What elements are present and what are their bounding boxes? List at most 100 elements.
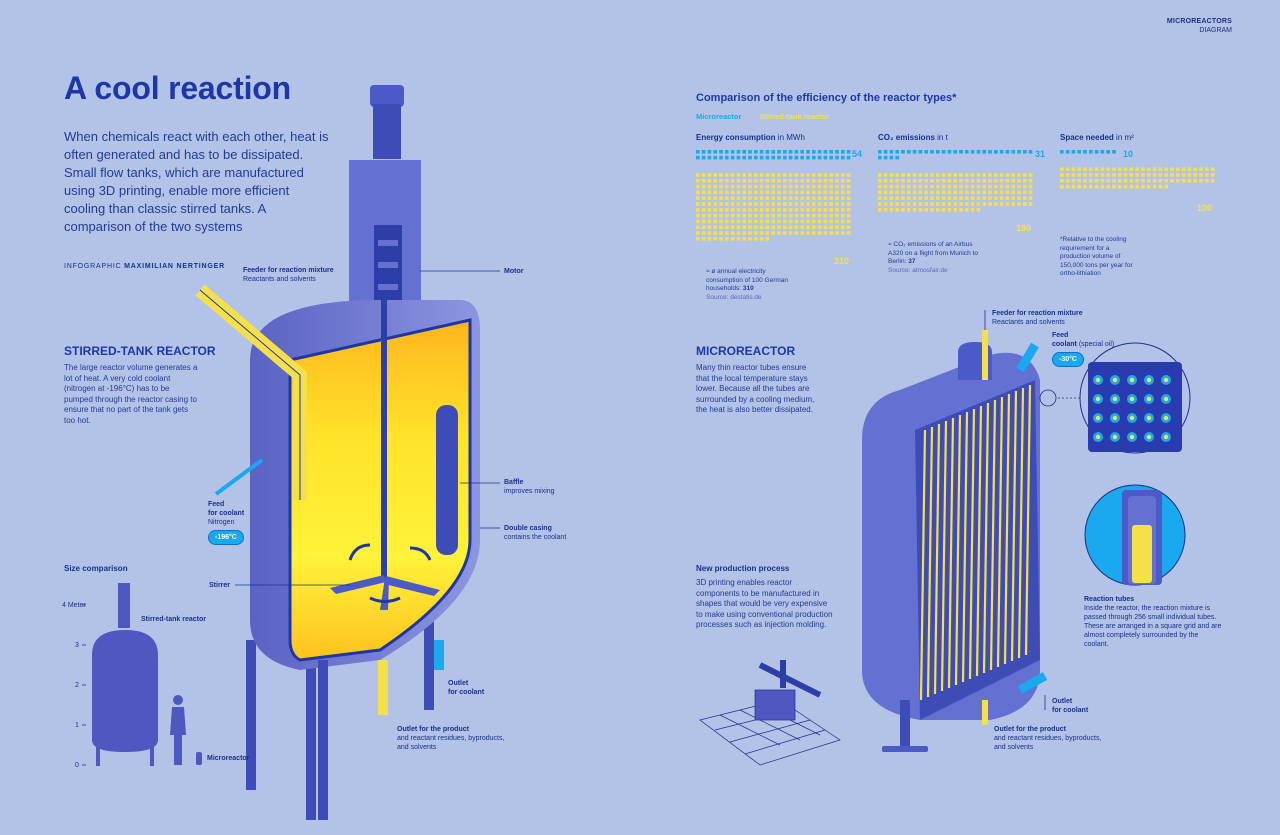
micro-bar-1-dot bbox=[1011, 150, 1015, 154]
stirred-bar-0-dot bbox=[696, 225, 700, 229]
stirred-bar-0-dot bbox=[800, 173, 804, 177]
micro-bar-0-dot bbox=[829, 155, 833, 160]
stirred-bar-0-dot bbox=[765, 179, 770, 183]
stirred-bar-1-dot bbox=[941, 208, 946, 212]
stirred-bar-0-dot bbox=[812, 208, 816, 212]
stirred-bar-1-dot bbox=[936, 208, 940, 212]
stirred-bar-1-dot bbox=[1017, 179, 1021, 183]
stirred-bar-2-dot bbox=[1123, 184, 1128, 189]
stirred-bar-0-dot bbox=[788, 213, 793, 218]
micro-bar-0-dot bbox=[788, 150, 793, 154]
micro-bar-0-dot bbox=[730, 155, 735, 160]
stirred-bar-1-dot bbox=[883, 196, 888, 200]
stirred-feed-sub: Nitrogen bbox=[208, 519, 235, 526]
stirred-bar-0-dot bbox=[835, 225, 839, 229]
stirred-bar-0-dot bbox=[835, 202, 839, 206]
stirred-bar-0-dot bbox=[783, 179, 787, 183]
size-tick-1: 1 bbox=[75, 722, 79, 729]
stirred-bar-2-dot bbox=[1065, 167, 1070, 171]
stirred-bar-0-dot bbox=[736, 202, 741, 206]
stirred-bar-2-dot bbox=[1094, 173, 1099, 177]
stirred-bar-1-dot bbox=[965, 173, 969, 177]
stirred-bar-0-dot bbox=[696, 202, 700, 206]
stirred-bar-1-dot bbox=[965, 196, 969, 200]
stirred-bar-1-dot bbox=[982, 190, 986, 195]
stirred-bar-0-dot bbox=[823, 219, 828, 224]
stirred-bar-1-dot bbox=[1028, 173, 1033, 177]
stirred-bar-0-dot bbox=[748, 190, 752, 195]
stirred-bar-0-dot bbox=[701, 179, 706, 183]
stirred-bar-0-dot bbox=[701, 231, 706, 235]
stirred-bar-2-dot bbox=[1089, 167, 1093, 171]
stirred-bar-0-dot bbox=[777, 225, 781, 229]
baffle-sub: improves mixing bbox=[504, 488, 555, 495]
baffle-title: Baffle bbox=[504, 479, 524, 486]
stirred-bar-2-dot bbox=[1210, 179, 1215, 183]
3d-printing-illustration bbox=[699, 660, 841, 766]
stirred-bar-0-dot bbox=[759, 184, 764, 189]
stirred-bar-0-dot bbox=[800, 225, 804, 229]
stirred-bar-0-dot bbox=[713, 179, 717, 183]
stirred-outlet-prod-sub: and reactant residues, byproducts, and s… bbox=[397, 735, 505, 751]
stirred-bar-0-dot bbox=[754, 196, 758, 200]
stirred-bar-0-dot bbox=[800, 190, 804, 195]
stirred-bar-1-dot bbox=[907, 179, 911, 183]
tube-core bbox=[1129, 434, 1135, 440]
stirred-bar-1-dot bbox=[1017, 196, 1021, 200]
credit-name: MAXIMILIAN NERTINGER bbox=[124, 263, 225, 270]
stirred-bar-2-dot bbox=[1077, 184, 1081, 189]
stirred-bar-0-dot bbox=[829, 225, 833, 229]
stirred-bar-0-dot bbox=[812, 179, 816, 183]
legend-micro: Microreactor bbox=[696, 112, 742, 121]
stirred-bar-1-dot bbox=[965, 208, 969, 212]
stirred-coolant-feed-label: Feed for coolant Nitrogen -196°C bbox=[208, 500, 244, 545]
stirred-bar-2-dot bbox=[1187, 173, 1192, 177]
micro-bar-0-dot bbox=[812, 150, 816, 154]
stirred-bar-2-dot bbox=[1170, 179, 1174, 183]
micro-bar-0-dot bbox=[823, 150, 828, 154]
tube-core bbox=[1163, 415, 1169, 421]
stirred-bar-2-dot bbox=[1112, 167, 1116, 171]
micro-bar-0-dot bbox=[835, 150, 839, 154]
tube-core bbox=[1129, 377, 1135, 383]
stirred-bar-0-dot bbox=[696, 237, 700, 241]
stirred-bar-2-dot bbox=[1106, 184, 1110, 189]
size-tick-0: 0 bbox=[75, 762, 79, 769]
reactor-tube bbox=[982, 402, 990, 674]
stirred-bar-0-dot bbox=[794, 173, 799, 177]
stirred-bar-0-dot bbox=[725, 231, 729, 235]
micro-bar-0-dot bbox=[701, 150, 706, 154]
micro-bar-0 bbox=[696, 150, 851, 160]
stirred-bar-1-dot bbox=[959, 184, 963, 189]
stirred-bar-0-dot bbox=[771, 202, 775, 206]
micro-feeder-label: Feeder for reaction mixture Reactants an… bbox=[992, 309, 1083, 327]
stirred-bar-0-dot bbox=[742, 179, 746, 183]
stirred-bar-1-dot bbox=[912, 190, 917, 195]
single-tube-magnifier bbox=[1084, 484, 1186, 586]
stirred-bar-2-dot bbox=[1141, 167, 1145, 171]
stirred-bar-1-dot bbox=[959, 196, 963, 200]
chart-legend: Microreactor Stirred-tank reactor bbox=[696, 112, 829, 121]
stirred-bar-0-dot bbox=[742, 184, 746, 189]
stirred-bar-0-dot bbox=[788, 173, 793, 177]
stirred-bar-0-dot bbox=[841, 196, 845, 200]
stirred-bar-1-dot bbox=[959, 208, 963, 212]
stirred-bar-0-dot bbox=[771, 231, 775, 235]
micro-bar-0-dot bbox=[771, 150, 775, 154]
stirred-bar-0-dot bbox=[846, 202, 851, 206]
stirred-bar-2-dot bbox=[1123, 179, 1128, 183]
stirred-bar-1-dot bbox=[965, 202, 969, 206]
stirred-bar-2-dot bbox=[1176, 173, 1180, 177]
stirred-bar-0-dot bbox=[713, 237, 717, 241]
micro-bar-0-dot bbox=[800, 150, 804, 154]
stirred-bar-0-dot bbox=[754, 179, 758, 183]
micro-bar-2-dot bbox=[1100, 150, 1105, 154]
reactor-tube bbox=[947, 417, 955, 689]
stirred-bar-1-dot bbox=[941, 184, 946, 189]
stirred-bar-1-dot bbox=[947, 190, 952, 195]
stirred-bar-1-dot bbox=[953, 196, 957, 200]
stirred-bar-0-dot bbox=[806, 190, 810, 195]
stirred-bar-1-dot bbox=[1005, 190, 1010, 195]
stirred-bar-2-dot bbox=[1181, 173, 1186, 177]
